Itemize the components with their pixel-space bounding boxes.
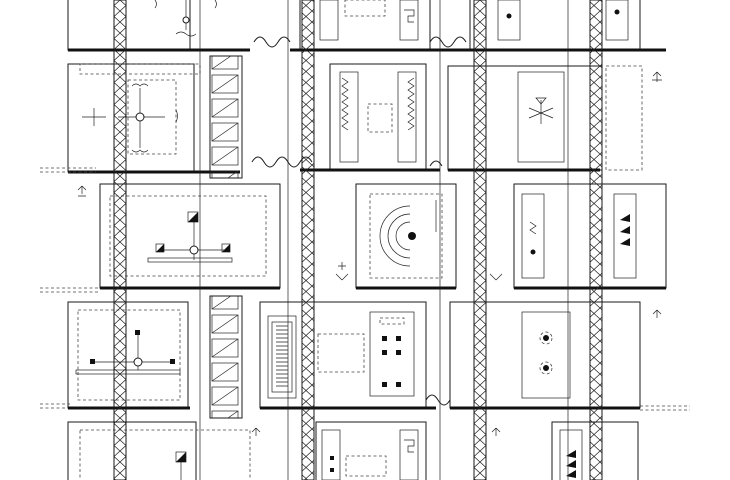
arrow-down-icon xyxy=(489,273,503,281)
room-panel-3a xyxy=(99,183,281,289)
wavy-connector xyxy=(425,394,451,406)
arrow-down-icon xyxy=(335,273,349,281)
row-4 xyxy=(67,295,662,419)
stair-triangles xyxy=(620,214,630,246)
fixture-icon xyxy=(82,83,178,153)
room-panel-1a xyxy=(67,0,191,51)
room-panel-4a xyxy=(67,301,189,409)
arrow-up-icon xyxy=(491,427,501,436)
room-panel-2c xyxy=(447,65,603,171)
structural-column xyxy=(473,0,487,480)
room-panel-1c xyxy=(469,0,641,51)
level-line xyxy=(40,167,690,411)
arrow-up-icon xyxy=(251,427,261,436)
arrow-up-icon xyxy=(652,309,662,318)
row-3 xyxy=(77,183,667,290)
row-1 xyxy=(67,0,666,52)
grid-line xyxy=(199,0,569,480)
structural-column xyxy=(589,0,603,480)
star-fixture-icon xyxy=(528,97,554,124)
room-panel-3b xyxy=(355,183,457,289)
room-panel-5a xyxy=(67,421,197,480)
stair-triangles xyxy=(566,450,576,478)
fixture-icon xyxy=(147,211,233,263)
room-panel-1b xyxy=(299,0,431,51)
fixture-icon xyxy=(154,0,217,37)
radiating-arc-icon xyxy=(379,200,437,267)
arrow-up-icon xyxy=(652,71,662,82)
room-panel-5b xyxy=(315,421,427,480)
fixture-icon xyxy=(75,330,181,375)
row-5 xyxy=(67,421,639,480)
wavy-connector xyxy=(251,156,443,168)
arrow-up-icon xyxy=(77,185,87,197)
row-2 xyxy=(67,55,662,179)
wavy-connector xyxy=(253,36,467,48)
structural-column xyxy=(301,0,315,480)
structural-column xyxy=(113,0,127,480)
